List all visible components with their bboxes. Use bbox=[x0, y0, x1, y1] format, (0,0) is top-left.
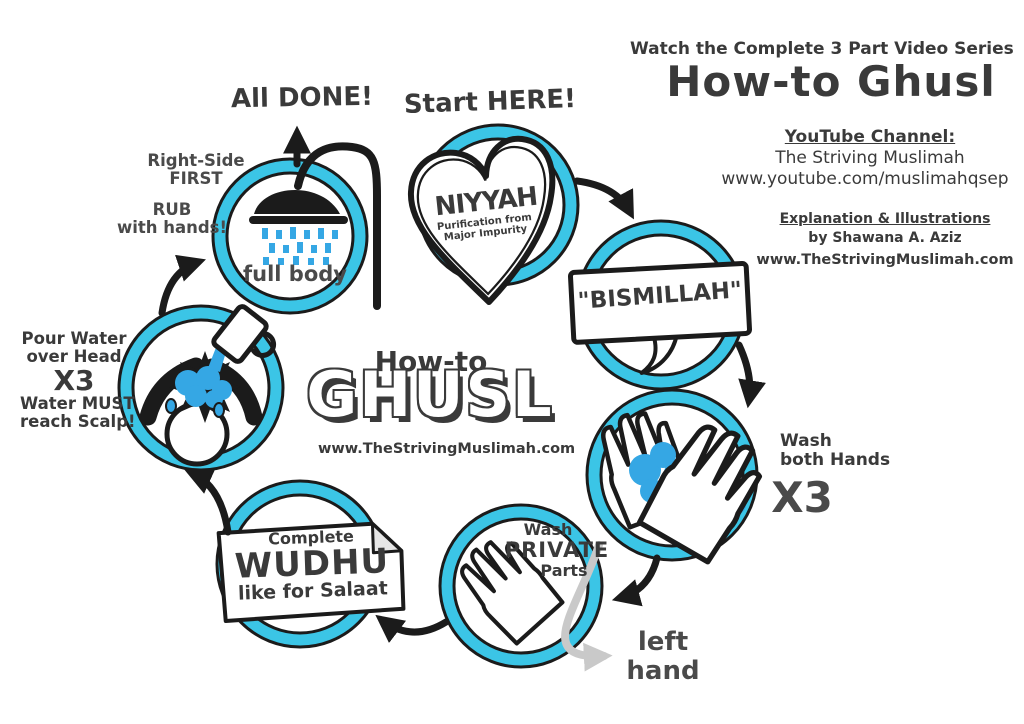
center-website: www.TheStrivingMuslimah.com bbox=[318, 441, 576, 457]
pour-water-label: Pour Water over Head X3 Water MUST reach… bbox=[20, 329, 136, 432]
header-series-line: Watch the Complete 3 Part Video Series bbox=[630, 39, 1014, 59]
right-side-first-note: Right-Side FIRST bbox=[147, 151, 245, 189]
arrow-wudhu-to-pour bbox=[184, 468, 232, 536]
youtube-channel-label: YouTube Channel: bbox=[784, 127, 956, 147]
shower-head-icon bbox=[249, 142, 381, 310]
flow-arrows bbox=[158, 125, 766, 672]
heart-icon bbox=[407, 135, 556, 305]
arrow-private-to-wudhu bbox=[375, 614, 450, 644]
arrow-bismillah-to-hands bbox=[735, 341, 766, 409]
header-title: How-to Ghusl bbox=[666, 57, 996, 106]
wudhu-label: Complete WUDHU like for Salaat bbox=[234, 526, 390, 605]
water-jug-pour-icon bbox=[139, 304, 277, 467]
center-how-to: How-to bbox=[374, 345, 488, 378]
wash-hands-times: X3 bbox=[771, 473, 833, 522]
credits-website: www.TheStrivingMuslimah.com bbox=[756, 252, 1014, 268]
arrow-niyyah-to-bismillah bbox=[573, 177, 634, 220]
arrow-hands-to-private bbox=[611, 554, 661, 607]
youtube-url: www.youtube.com/muslimahqsep bbox=[721, 169, 1009, 189]
water-drops-icon bbox=[262, 227, 338, 265]
rub-with-hands-note: RUB with hands! bbox=[116, 200, 228, 238]
arrow-left-hand bbox=[561, 541, 613, 672]
wash-private-label: Wash PRIVATE Parts bbox=[504, 520, 610, 581]
credits-label: Explanation & Illustrations bbox=[779, 211, 991, 227]
left-hand-note: left hand bbox=[626, 627, 700, 687]
arrow-pour-to-shower bbox=[158, 254, 206, 317]
washing-hands-icon bbox=[592, 403, 773, 563]
wash-hands-label: Wash both Hands bbox=[780, 431, 891, 471]
youtube-channel-name: The Striving Muslimah bbox=[775, 148, 965, 168]
center-title: GHUSL bbox=[306, 358, 554, 431]
credits-author: by Shawana A. Aziz bbox=[808, 230, 962, 246]
paper-banner-icon bbox=[216, 521, 406, 623]
full-body-label: full body bbox=[243, 262, 347, 286]
speech-bubble-icon bbox=[567, 261, 753, 375]
all-done-label: All DONE! bbox=[230, 81, 374, 115]
